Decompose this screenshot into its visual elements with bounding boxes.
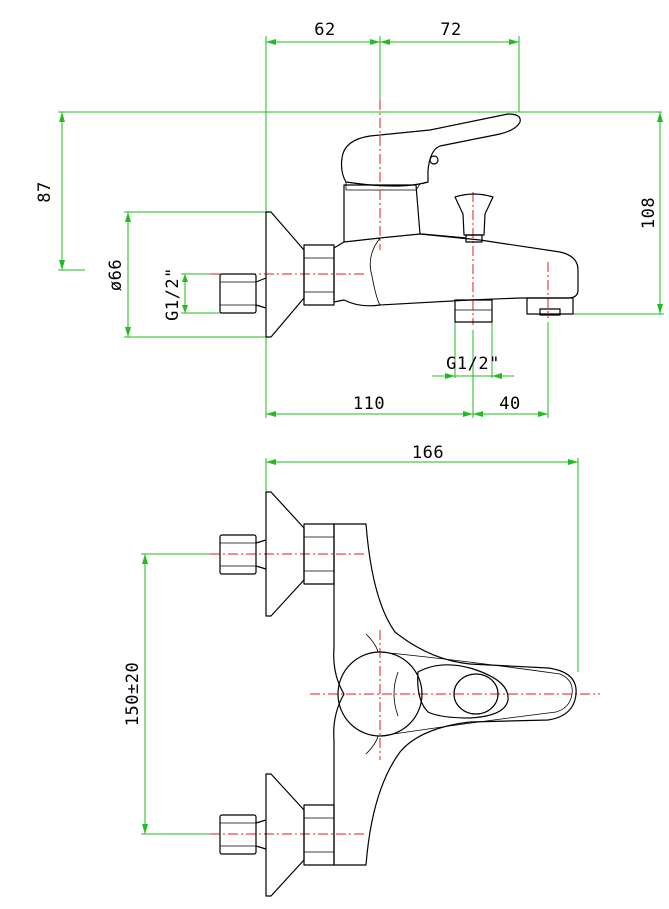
top-view-centerlines	[210, 553, 600, 835]
dim-72-label: 72	[440, 20, 461, 40]
thread-inlet-label: G1/2"	[163, 267, 183, 321]
faucet-side-outline	[219, 113, 579, 338]
dim-87-label: 87	[35, 181, 55, 202]
side-view-arrowheads	[59, 39, 663, 417]
side-view: 62 72 87 108 ø66 G1/2" G1/2" 110 40	[35, 20, 664, 418]
dim-150-label: 150±20	[123, 662, 143, 726]
dim-40-label: 40	[499, 394, 520, 414]
faucet-top-outline	[219, 491, 577, 897]
top-view: 166 150±20	[123, 443, 600, 897]
side-view-dimension-lines	[58, 36, 664, 418]
top-view-arrowheads	[142, 459, 578, 834]
dim-62-label: 62	[314, 20, 335, 40]
dim-166-label: 166	[412, 443, 444, 463]
top-view-dimension-lines	[141, 458, 579, 835]
thread-outlet-label: G1/2"	[446, 354, 500, 374]
dim-110-label: 110	[353, 394, 385, 414]
dim-108-label: 108	[639, 197, 659, 229]
dim-phi66-label: ø66	[106, 259, 126, 291]
